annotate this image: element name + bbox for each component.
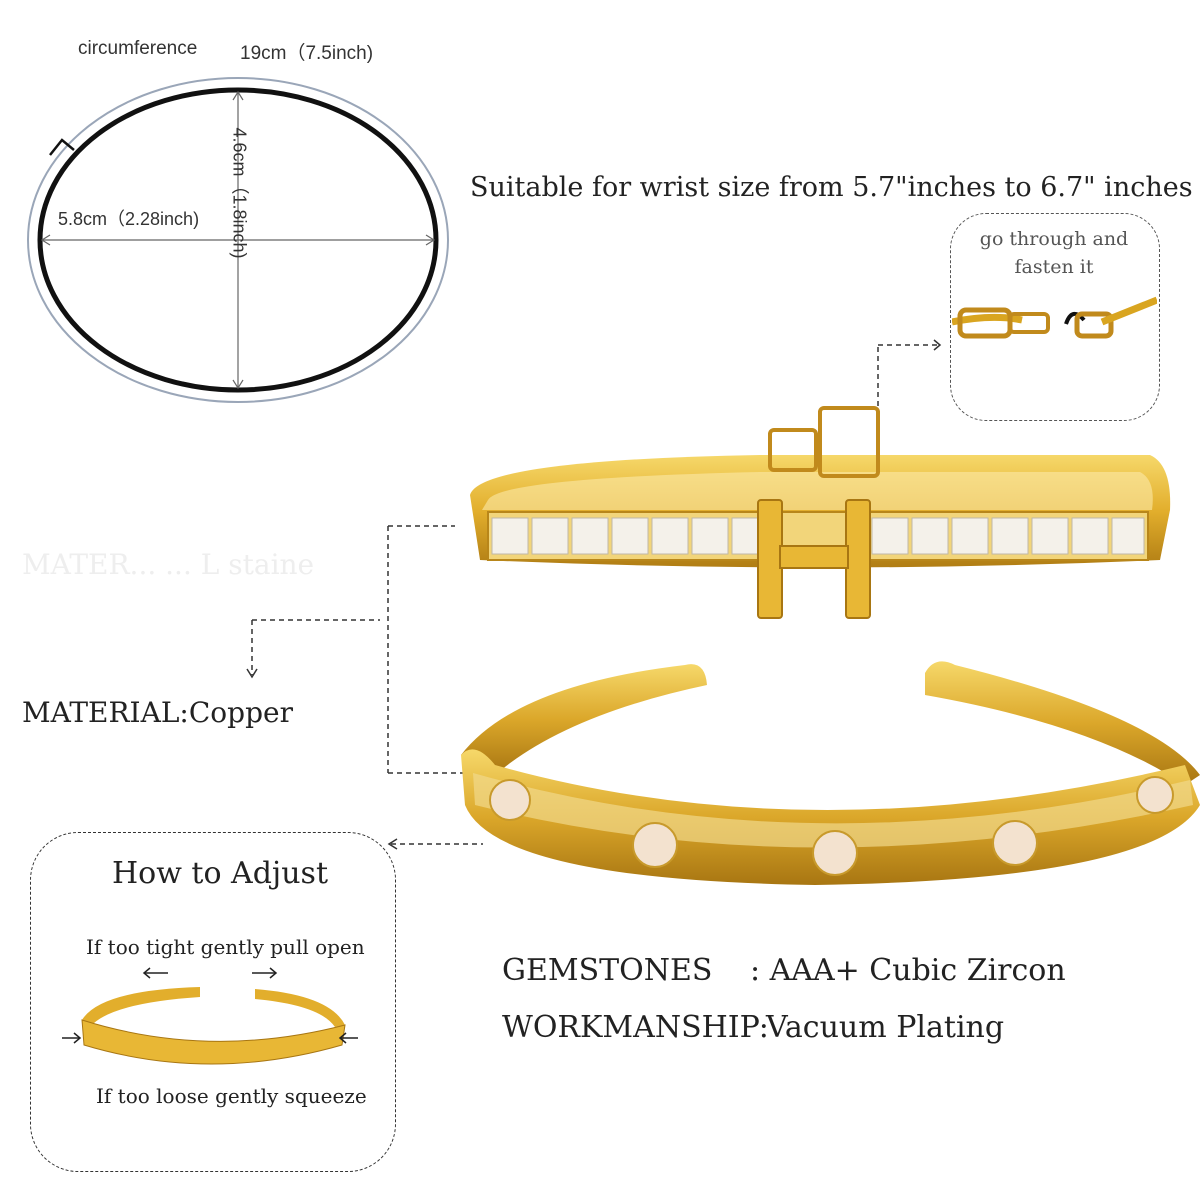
- h-charm: [757, 499, 871, 619]
- clasp-caption-line1: go through and: [979, 228, 1129, 250]
- clasp-caption-line2: fasten it: [1014, 256, 1094, 278]
- zircon-stones-row: [491, 517, 1145, 555]
- height-label: 4.6cm（1.8inch): [229, 127, 250, 259]
- clover-charms: [489, 776, 1174, 876]
- width-label: 5.8cm（2.28inch): [58, 209, 200, 229]
- height-arrow-top: [232, 90, 244, 101]
- clasp-inset: [950, 213, 1160, 421]
- h-bangle-bracelet: [470, 406, 1171, 619]
- material-text: MATERIAL:Copper: [22, 696, 293, 729]
- width-arrow-right: [425, 234, 436, 246]
- adjust-title: How to Adjust: [111, 856, 329, 891]
- outer-oval: [27, 77, 449, 403]
- clasp-hinge: [768, 406, 880, 478]
- watermark-text: MATER... ... L staine: [22, 548, 315, 581]
- clasp-caption: go through and fasten it: [950, 225, 1158, 281]
- size-diagram: [27, 77, 449, 403]
- workmanship-label: WORKMANSHIP:: [502, 1010, 769, 1045]
- circumference-label: circumference: [78, 38, 198, 59]
- connector-lines: [246, 525, 465, 774]
- circumference-value: 19cm（7.5inch): [240, 43, 374, 64]
- height-arrow-bottom: [232, 379, 244, 390]
- clasp-pointer: [877, 339, 942, 415]
- adjust-tight-text: If too tight gently pull open: [86, 935, 365, 959]
- clasp-illustration: [952, 296, 1157, 339]
- clover-cuff-bracelet: [461, 661, 1200, 885]
- circumference-arrow: [49, 138, 75, 156]
- adjust-inset: [30, 832, 396, 1172]
- adjust-illustration: [62, 967, 358, 1065]
- width-arrow-left: [40, 234, 51, 246]
- wrist-size-text: Suitable for wrist size from 5.7"inches …: [470, 172, 1193, 203]
- workmanship-value: Vacuum Plating: [766, 1010, 1005, 1045]
- gemstones-value: : AAA+ Cubic Zircon: [750, 953, 1066, 988]
- adjust-loose-text: If too loose gently squeeze: [96, 1084, 367, 1108]
- inner-oval: [37, 87, 439, 393]
- cuff-pointer: [387, 838, 483, 850]
- gemstones-label: GEMSTONES: [502, 953, 713, 988]
